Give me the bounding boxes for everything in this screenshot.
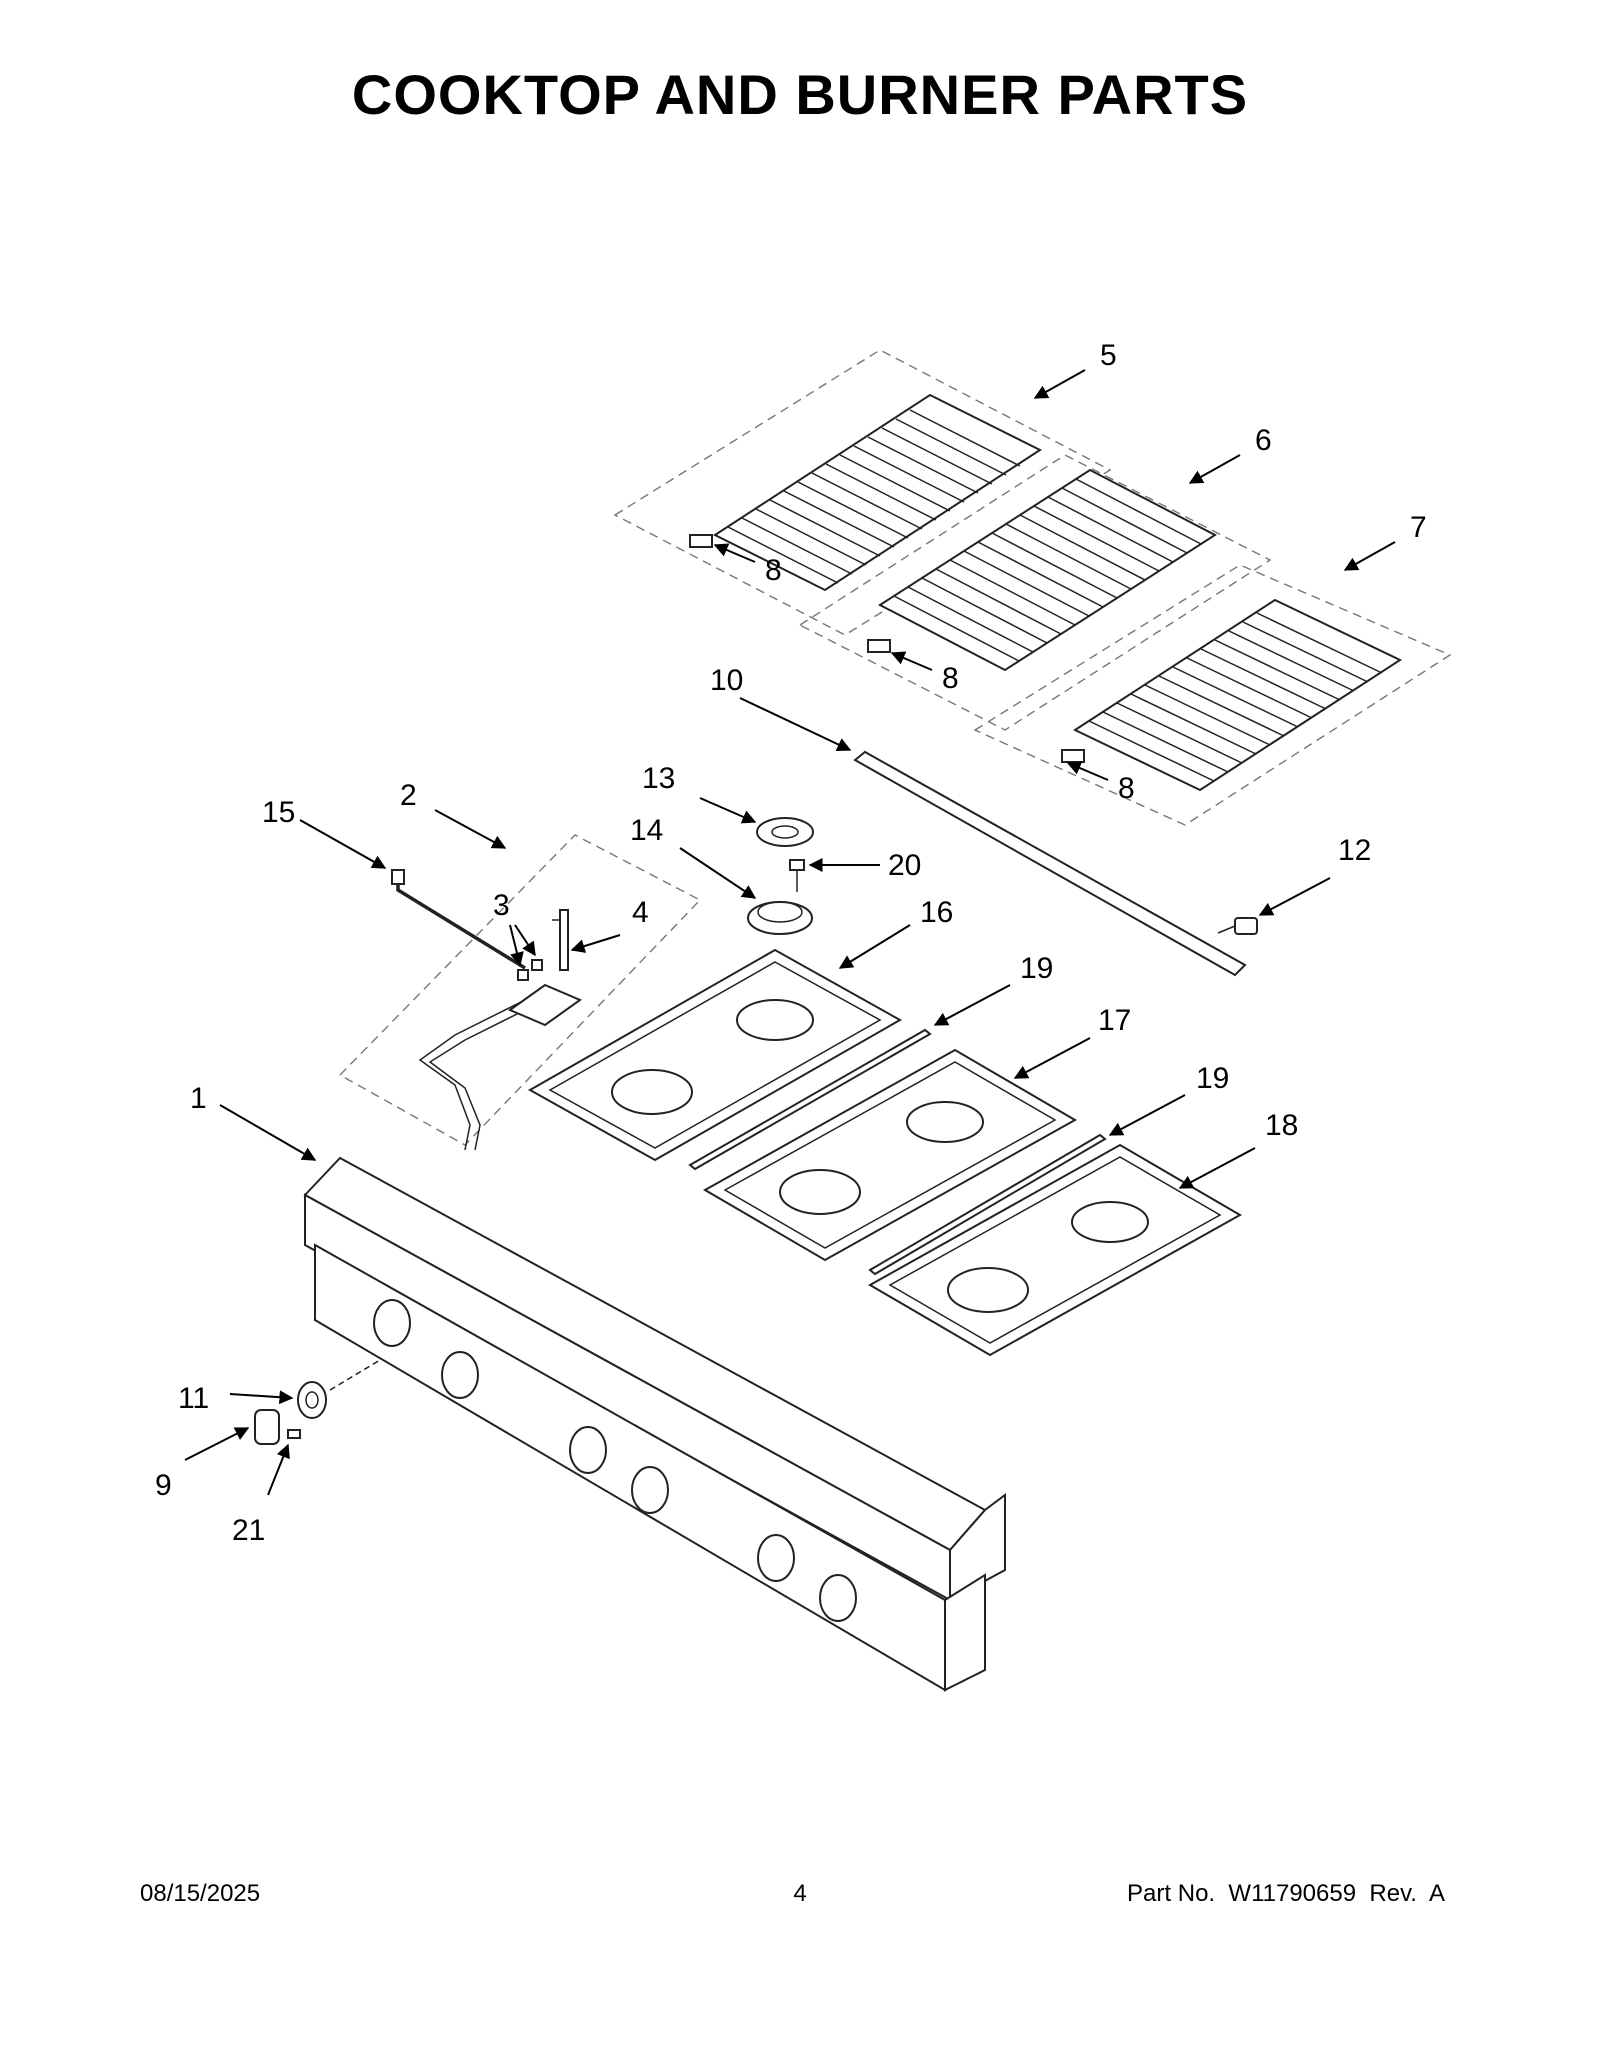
callout-8: 8 [1118, 772, 1135, 805]
grate-7 [1072, 598, 1403, 792]
callout-4: 4 [632, 896, 649, 929]
leader-lines [184, 369, 1396, 1496]
grate-foot [867, 639, 891, 653]
callout-17: 17 [1098, 1004, 1131, 1037]
grate-7-footprint [973, 564, 1452, 826]
callout-7: 7 [1410, 511, 1427, 544]
grate-foot [689, 534, 713, 548]
callout-2: 2 [400, 779, 417, 812]
manifold-tube [396, 878, 536, 1151]
valve-2 [507, 983, 583, 1027]
callout-8: 8 [942, 662, 959, 695]
callout-18: 18 [1265, 1109, 1298, 1142]
trim-strip-10 [853, 750, 1247, 977]
grate-7-bars [1088, 612, 1383, 782]
callout-1: 1 [190, 1082, 207, 1115]
orifice-3 [517, 959, 543, 981]
grate-5 [712, 393, 1043, 592]
burner-base-14 [747, 901, 813, 935]
grate-foot [1061, 749, 1085, 763]
callout-10: 10 [710, 664, 743, 697]
screw-20 [789, 859, 805, 892]
callout-8: 8 [765, 554, 782, 587]
callout-3: 3 [493, 889, 510, 922]
callout-15: 15 [262, 796, 295, 829]
callout-14: 14 [630, 814, 663, 847]
callout-13: 13 [642, 762, 675, 795]
footer-part-number: Part No. W11790659 Rev. A [1127, 1880, 1445, 1907]
gasket-19b [868, 1133, 1107, 1276]
grate-6-group [798, 454, 1272, 731]
fitting-15 [391, 869, 405, 885]
callout-6: 6 [1255, 424, 1272, 457]
electrode-4 [552, 909, 569, 971]
callout-5: 5 [1100, 339, 1117, 372]
footer-date: 08/15/2025 [140, 1880, 261, 1907]
burner-pan-17 [702, 1048, 1078, 1262]
bezel-11 [297, 1381, 327, 1419]
callout-11: 11 [178, 1382, 209, 1415]
page-title: COOKTOP AND BURNER PARTS [351, 63, 1249, 126]
footer-page-number: 4 [793, 1880, 807, 1907]
callout-19: 19 [1020, 952, 1053, 985]
grate-5-footprint [613, 349, 1112, 636]
callout-19: 19 [1196, 1062, 1229, 1095]
screw-21 [287, 1429, 301, 1439]
callout-20: 20 [888, 849, 921, 882]
screw-12 [1217, 917, 1258, 935]
grate-6-bars [893, 478, 1202, 662]
callout-21: 21 [232, 1514, 265, 1547]
burner-cap-13 [756, 817, 814, 847]
grate-5-group [613, 349, 1112, 636]
callout-12: 12 [1338, 834, 1371, 867]
gasket-19a [688, 1028, 932, 1171]
callout-labels: 5 6 7 8 8 8 10 12 13 14 20 15 2 3 4 16 1… [155, 339, 1427, 1547]
callout-9: 9 [155, 1469, 172, 1502]
grate-5-bars [727, 409, 1021, 584]
grate-6-footprint [798, 454, 1272, 731]
control-panel-1 [303, 1156, 1006, 1692]
burner-pan-16 [527, 948, 903, 1162]
knob-9 [254, 1409, 280, 1445]
callout-16: 16 [920, 896, 953, 929]
burner-pan-18 [867, 1143, 1243, 1357]
grate-7-group [973, 564, 1452, 826]
